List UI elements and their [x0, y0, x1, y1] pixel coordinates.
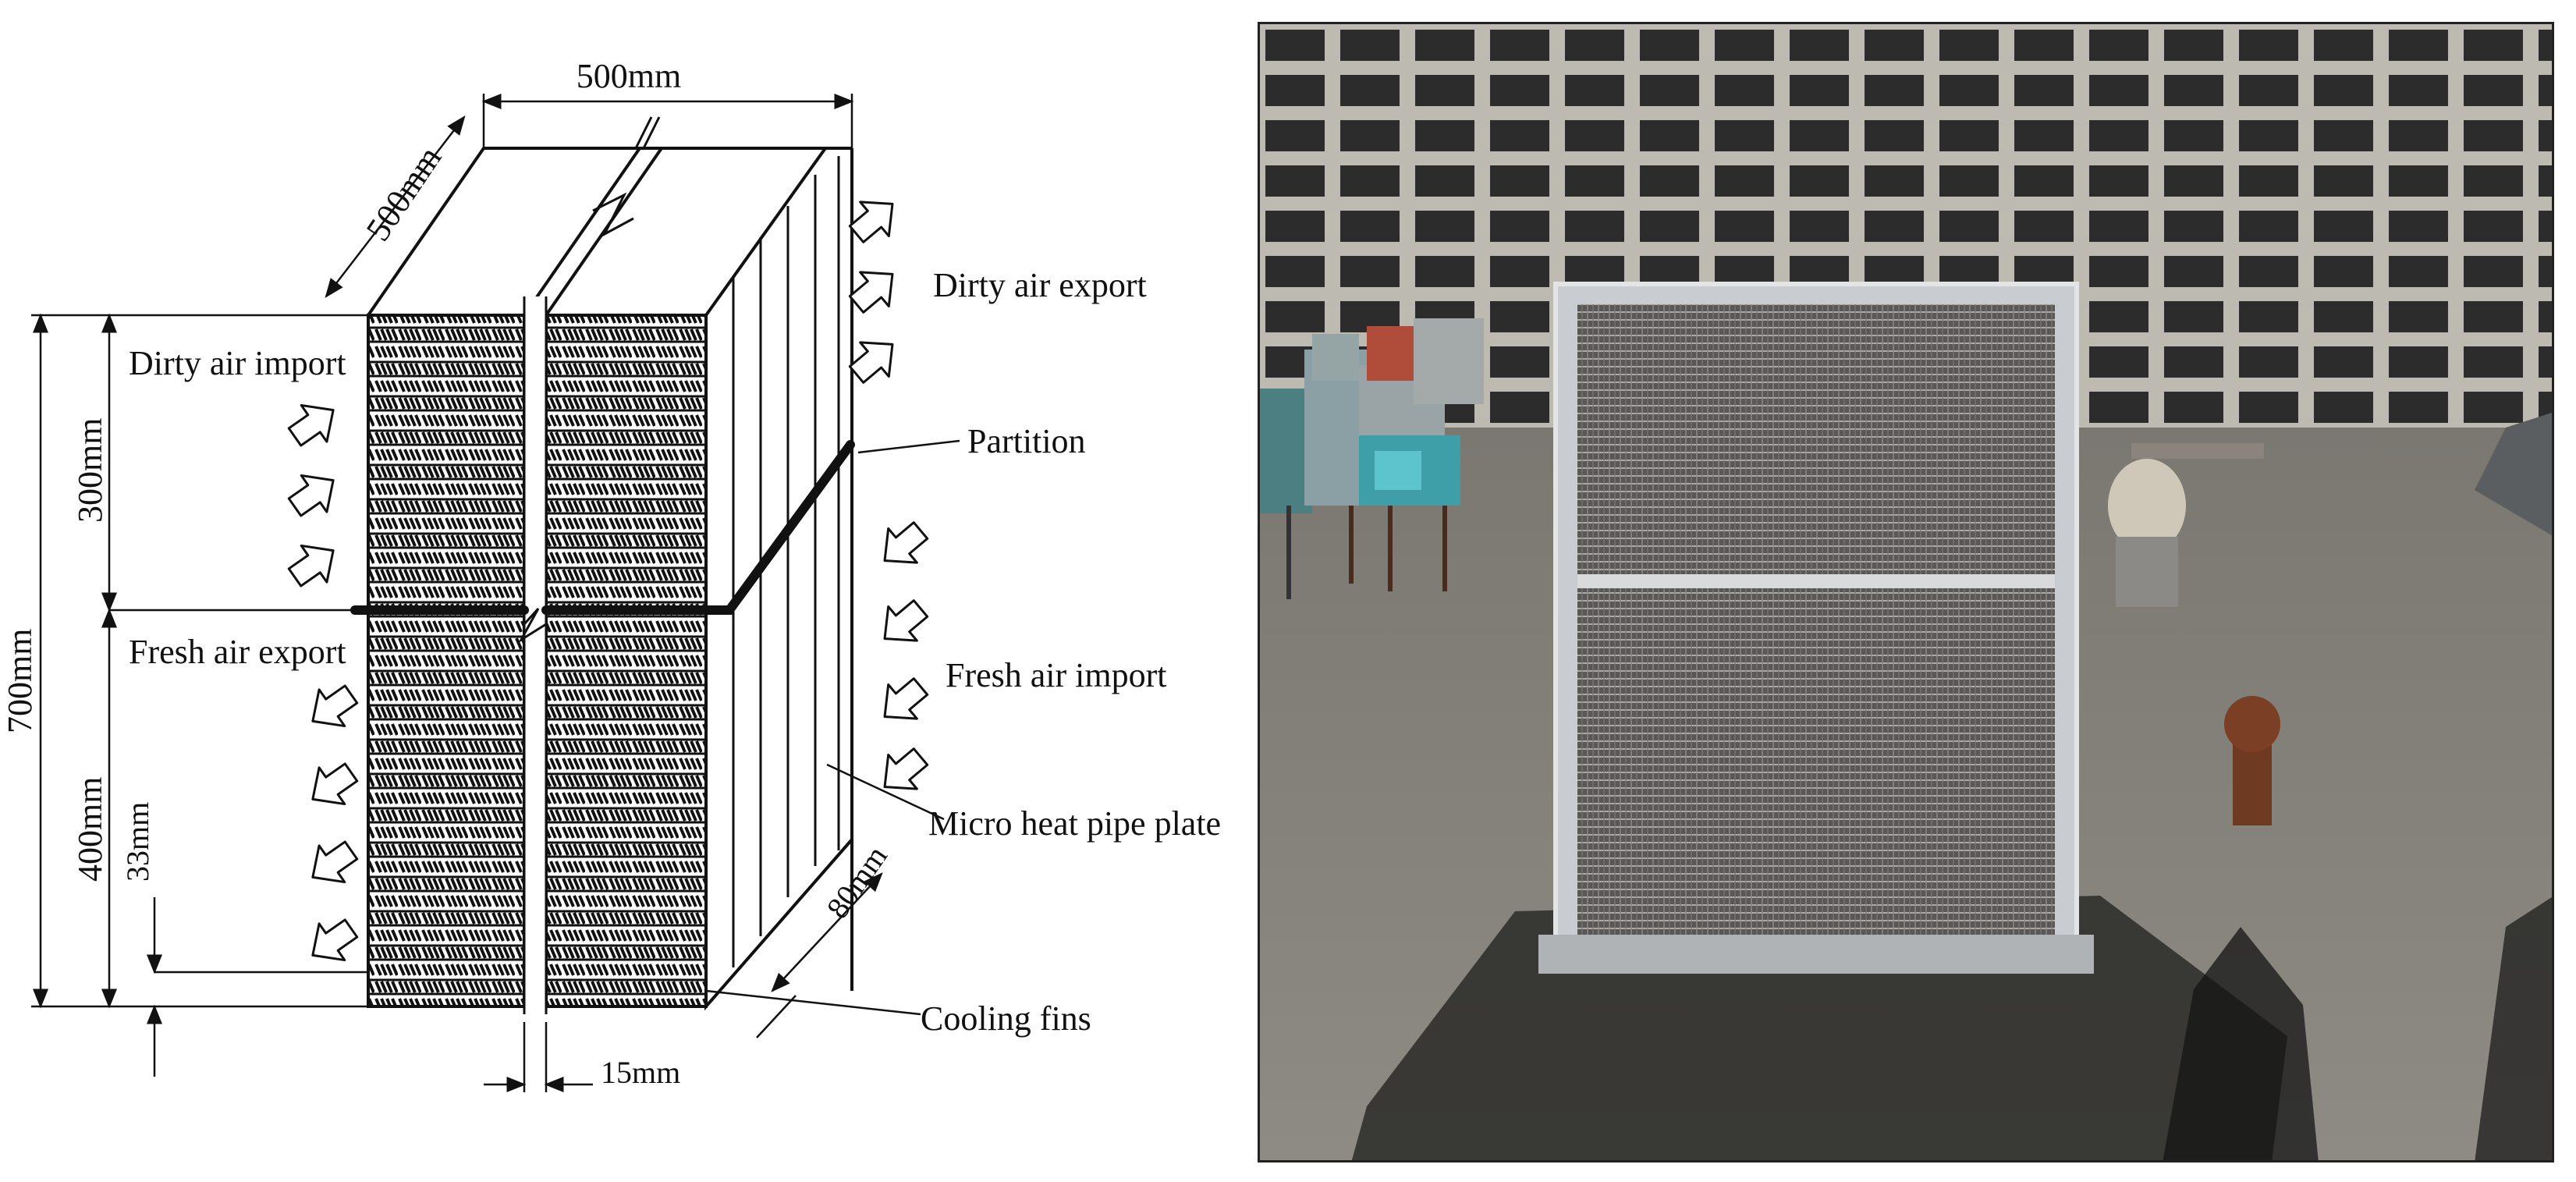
label-micro-heat-pipe-plate: Micro heat pipe plate: [928, 804, 1221, 843]
label-dirty-air-export: Dirty air export: [933, 266, 1147, 304]
fresh-air-import-arrows: [869, 512, 936, 805]
person-shadow: [2163, 927, 2319, 1162]
fresh-air-export-arrows: [299, 675, 365, 975]
dim-total-height: 700mm: [1, 629, 39, 733]
dim-fin-pitch: 33mm: [120, 802, 155, 882]
dim-lower-height: 400mm: [71, 777, 109, 882]
label-fresh-air-import: Fresh air import: [946, 656, 1167, 694]
dim-gap: 15mm: [601, 1055, 680, 1090]
dim-top-width: 500mm: [577, 57, 681, 95]
dim-plate-thickness: 80mm: [820, 839, 895, 925]
label-partition: Partition: [967, 422, 1086, 460]
partition-bar: [350, 440, 855, 615]
label-cooling-fins: Cooling fins: [921, 999, 1091, 1038]
fin-block-left: [367, 314, 526, 1008]
dimension-lines: [31, 94, 945, 1092]
heat-exchanger-diagram: 500mm 500mm 700mm 300mm 400mm 33mm 80mm …: [1, 57, 1221, 1092]
ventilation-units: [1258, 318, 1484, 599]
heat-exchanger-panel: [1538, 282, 2094, 974]
label-dirty-air-import: Dirty air import: [129, 344, 346, 382]
photo-border: [1258, 22, 2554, 1162]
central-gap: [524, 296, 546, 1022]
rooftop-photo: [1258, 22, 2554, 1162]
side-plate-lines: [732, 156, 840, 967]
fin-block-right: [545, 314, 708, 1008]
right-objects: [2108, 412, 2554, 825]
dirty-air-import-arrows: [281, 390, 347, 597]
dim-depth: 500mm: [359, 140, 449, 248]
label-fresh-air-export: Fresh air export: [129, 633, 346, 671]
dim-upper-height: 300mm: [71, 418, 109, 523]
